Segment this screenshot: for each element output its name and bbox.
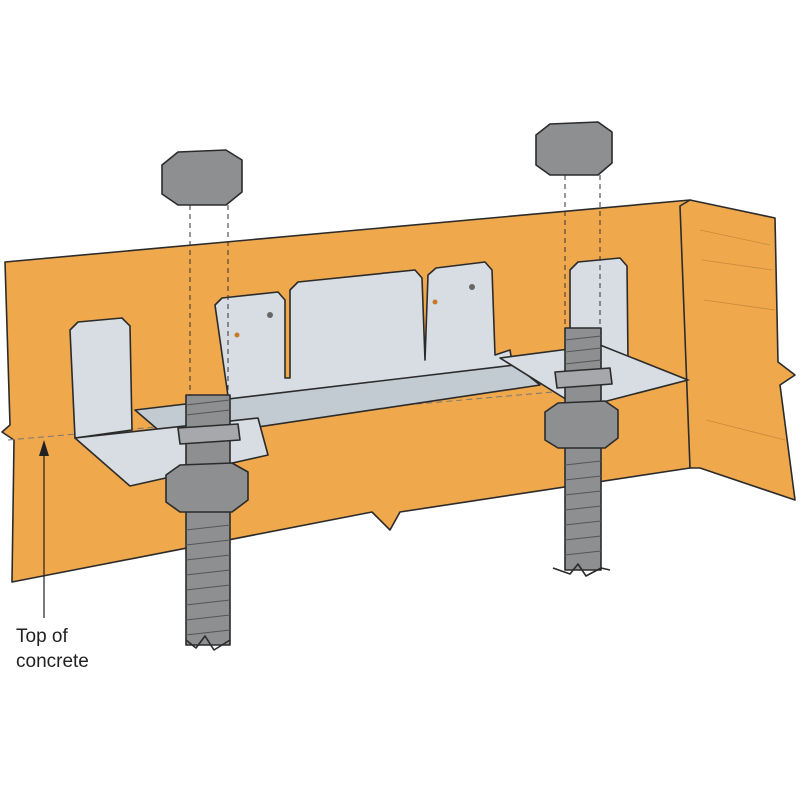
bracket-back-plate	[214, 261, 516, 411]
right-top-nut	[535, 121, 613, 176]
left-tab	[69, 317, 133, 439]
left-nut	[165, 462, 249, 513]
right-nut	[544, 400, 619, 449]
left-washer	[177, 423, 241, 445]
label-line-2: concrete	[16, 651, 89, 672]
label-line-1: Top of	[16, 626, 68, 647]
right-threaded-rod	[564, 327, 602, 571]
top-of-concrete-label: Top of concrete	[16, 624, 89, 674]
left-top-nut	[161, 149, 243, 206]
side-board	[679, 199, 796, 501]
arrow-to-top-of-concrete	[39, 440, 49, 618]
right-washer	[554, 367, 613, 389]
